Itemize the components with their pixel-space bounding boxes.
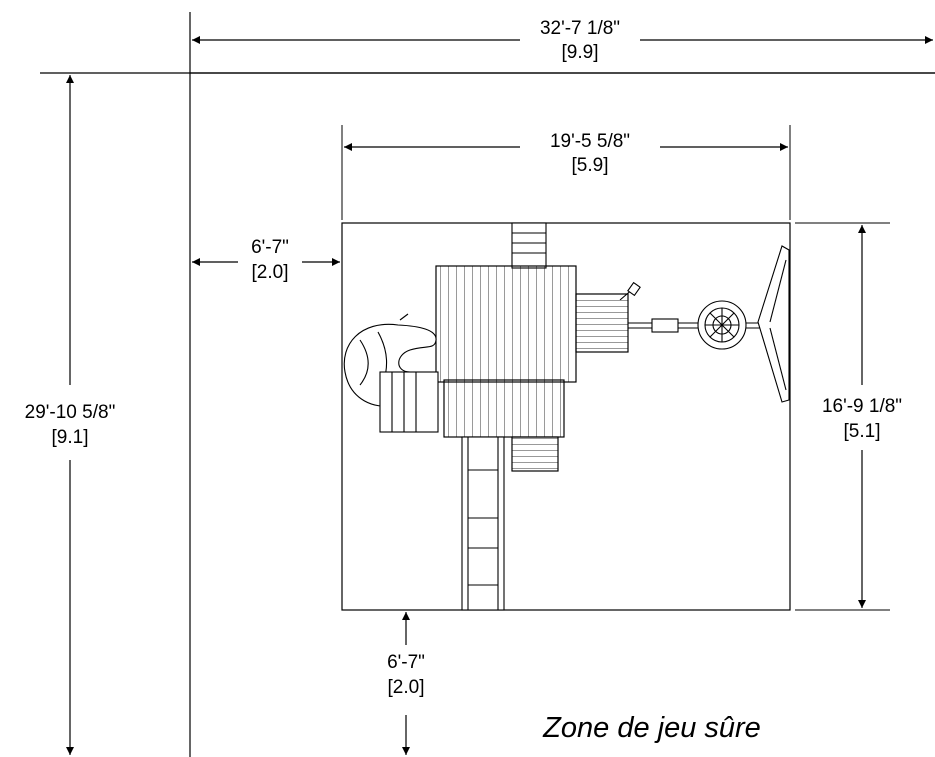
- top-ladder: [511, 222, 547, 269]
- main-roof: [435, 265, 577, 383]
- side-clearance-imperial: 6'-7": [251, 237, 289, 258]
- structure-depth-dimension: 16'-9 1/8" [5.1]: [822, 225, 902, 608]
- structure-width-imperial: 19'-5 5/8": [550, 131, 630, 152]
- structure-footprint: [341, 222, 791, 611]
- tire-swing: [697, 300, 747, 350]
- overall-depth-imperial: 29'-10 5/8": [25, 402, 116, 423]
- bottom-clearance-metric: [2.0]: [388, 677, 425, 698]
- diagram-caption: Zone de jeu sûre: [542, 712, 761, 744]
- safe-zone-boundary: [40, 12, 935, 757]
- lower-deck: [443, 379, 565, 438]
- overall-width-imperial: 32'-7 1/8": [540, 18, 620, 39]
- side-platform: [575, 281, 641, 353]
- step-block: [511, 436, 559, 472]
- playset-drawing: [343, 222, 790, 611]
- overall-depth-dimension: 29'-10 5/8" [9.1]: [25, 75, 116, 755]
- extension-lines: [341, 125, 890, 611]
- a-frame: [757, 245, 790, 403]
- structure-depth-metric: [5.1]: [844, 421, 881, 442]
- bottom-clearance-dimension: 6'-7" [2.0]: [387, 612, 425, 755]
- overall-width-dimension: 32'-7 1/8" [9.9]: [192, 18, 933, 63]
- structure-width-dimension: 19'-5 5/8" [5.9]: [344, 131, 788, 176]
- structure-depth-imperial: 16'-9 1/8": [822, 396, 902, 417]
- wave-slide: [461, 436, 505, 611]
- side-clearance-metric: [2.0]: [252, 262, 289, 283]
- bottom-clearance-imperial: 6'-7": [387, 652, 425, 673]
- overall-width-metric: [9.9]: [562, 42, 599, 63]
- structure-width-metric: [5.9]: [572, 155, 609, 176]
- side-clearance-dimension: 6'-7" [2.0]: [192, 237, 340, 283]
- overall-depth-metric: [9.1]: [52, 427, 89, 448]
- tube-slide: [343, 313, 439, 433]
